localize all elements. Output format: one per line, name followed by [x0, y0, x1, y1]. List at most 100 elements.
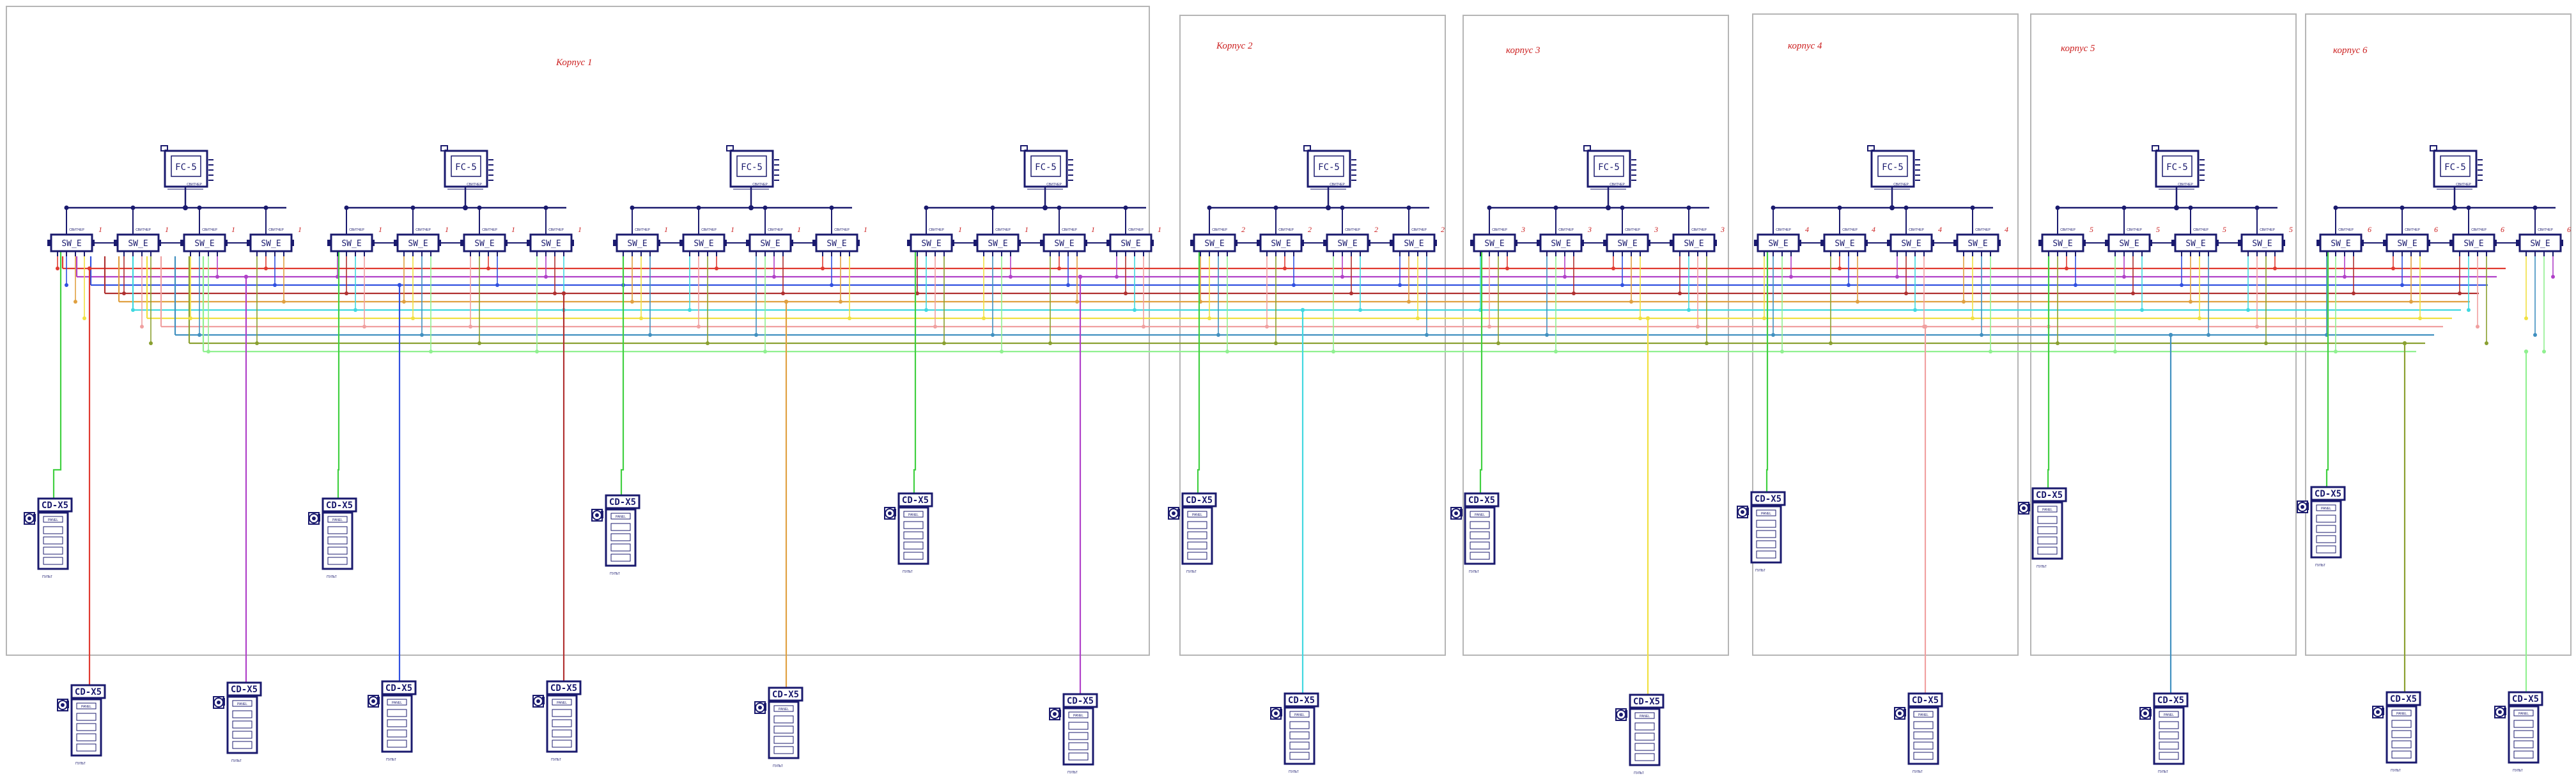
wire-junction: [1789, 275, 1793, 279]
console-label: CD-X5: [42, 500, 68, 511]
console-tag: ПУЛЬТ: [2158, 770, 2168, 774]
wire-junction: [1207, 316, 1211, 320]
hall-title: Корпус 2: [1216, 41, 1253, 51]
switch-index: 1: [378, 225, 382, 234]
console-panel-label: PANEL: [616, 515, 626, 519]
console-tag: ПУЛЬТ: [1913, 770, 1923, 774]
switch-index: 1: [958, 225, 962, 234]
controller-tag: СВИТЧЕР: [1610, 183, 1625, 187]
switch-tag: СВИТЧЕР: [1909, 228, 1924, 232]
wire-junction: [282, 300, 286, 304]
switch-index: 1: [165, 225, 169, 234]
switch-tag: СВИТЧЕР: [136, 228, 151, 232]
switch-tag: СВИТЧЕР: [1625, 228, 1640, 232]
console-tag: ПУЛЬТ: [1755, 569, 1765, 573]
console-tag: ПУЛЬТ: [75, 762, 86, 766]
controller-label: FC-5: [1882, 162, 1904, 173]
bus-junction: [2055, 205, 2060, 210]
wire-junction: [1009, 275, 1013, 279]
bus-junction: [2333, 205, 2338, 210]
console-tag: ПУЛЬТ: [773, 764, 783, 768]
wire-junction: [2334, 350, 2338, 353]
wire-junction: [2131, 291, 2135, 295]
wires: [52, 241, 2555, 695]
switch-label: SW_E: [627, 239, 647, 249]
switch-label: SW_E: [1835, 239, 1854, 249]
wire-junction: [2524, 316, 2528, 320]
console-tag: ПУЛЬТ: [2391, 769, 2401, 773]
switch-tag: СВИТЧЕР: [268, 228, 284, 232]
wire-junction: [1678, 291, 1682, 295]
wire-junction: [830, 283, 834, 287]
controller-label: FC-5: [1598, 162, 1620, 173]
wire-junction: [1620, 283, 1624, 287]
wire-junction: [2476, 325, 2479, 329]
wire-junction: [1078, 274, 1083, 279]
wire-junction: [1913, 308, 1917, 312]
switch-tag: СВИТЧЕР: [1345, 228, 1360, 232]
console-feed-wire: [2047, 241, 2050, 488]
wire-junction: [244, 274, 249, 279]
wire-junction: [1762, 316, 1766, 320]
wire-junction: [411, 316, 415, 320]
wire-junction: [189, 316, 192, 320]
wire-junction: [2458, 291, 2462, 295]
wire-junction: [2402, 341, 2407, 346]
console-panel-label: PANEL: [1192, 513, 1202, 517]
wire-junction: [1705, 341, 1709, 345]
wire-junction: [131, 308, 135, 312]
switch-tag: СВИТЧЕР: [349, 228, 364, 232]
switch-tag: СВИТЧЕР: [2060, 228, 2076, 232]
switch-tag: СВИТЧЕР: [1691, 228, 1707, 232]
switch-label: SW_E: [921, 239, 941, 249]
console-label: CD-X5: [326, 500, 353, 511]
wire-junction: [1115, 275, 1119, 279]
wire-junction: [1847, 283, 1851, 287]
switch-tag: СВИТЧЕР: [1128, 228, 1144, 232]
wire-junction: [215, 275, 219, 279]
wire-junction: [1971, 316, 1975, 320]
switch-label: SW_E: [1617, 239, 1637, 249]
hall-1: Корпус 1: [6, 6, 1150, 656]
wire-junction: [273, 283, 277, 287]
controller-tag: СВИТЧЕР: [187, 183, 202, 187]
switch-tag: СВИТЧЕР: [1411, 228, 1427, 232]
switch-index: 4: [2005, 225, 2008, 234]
switch-index: 1: [864, 225, 867, 234]
switch-tag: СВИТЧЕР: [701, 228, 717, 232]
switch-label: SW_E: [1054, 239, 1074, 249]
wire-junction: [2140, 308, 2144, 312]
switch-tag: СВИТЧЕР: [2471, 228, 2487, 232]
wire-junction: [1124, 291, 1128, 295]
console-feed-wire: [2325, 241, 2329, 487]
console-label: CD-X5: [385, 683, 412, 694]
wire-junction: [1563, 275, 1567, 279]
wire-junction: [149, 341, 153, 345]
console-label: CD-X5: [2512, 694, 2539, 704]
switch-tag: СВИТЧЕР: [929, 228, 944, 232]
controller-tag: СВИТЧЕР: [2456, 183, 2471, 187]
console-panel-label: PANEL: [779, 708, 789, 711]
switch-index: 4: [1805, 225, 1809, 234]
console-feed-wire: [913, 241, 917, 493]
wire-junction: [2189, 300, 2192, 304]
console-label: CD-X5: [1755, 494, 1781, 504]
switch-label: SW_E: [1768, 239, 1788, 249]
switch-index: 1: [511, 225, 515, 234]
wire-junction: [1133, 308, 1137, 312]
